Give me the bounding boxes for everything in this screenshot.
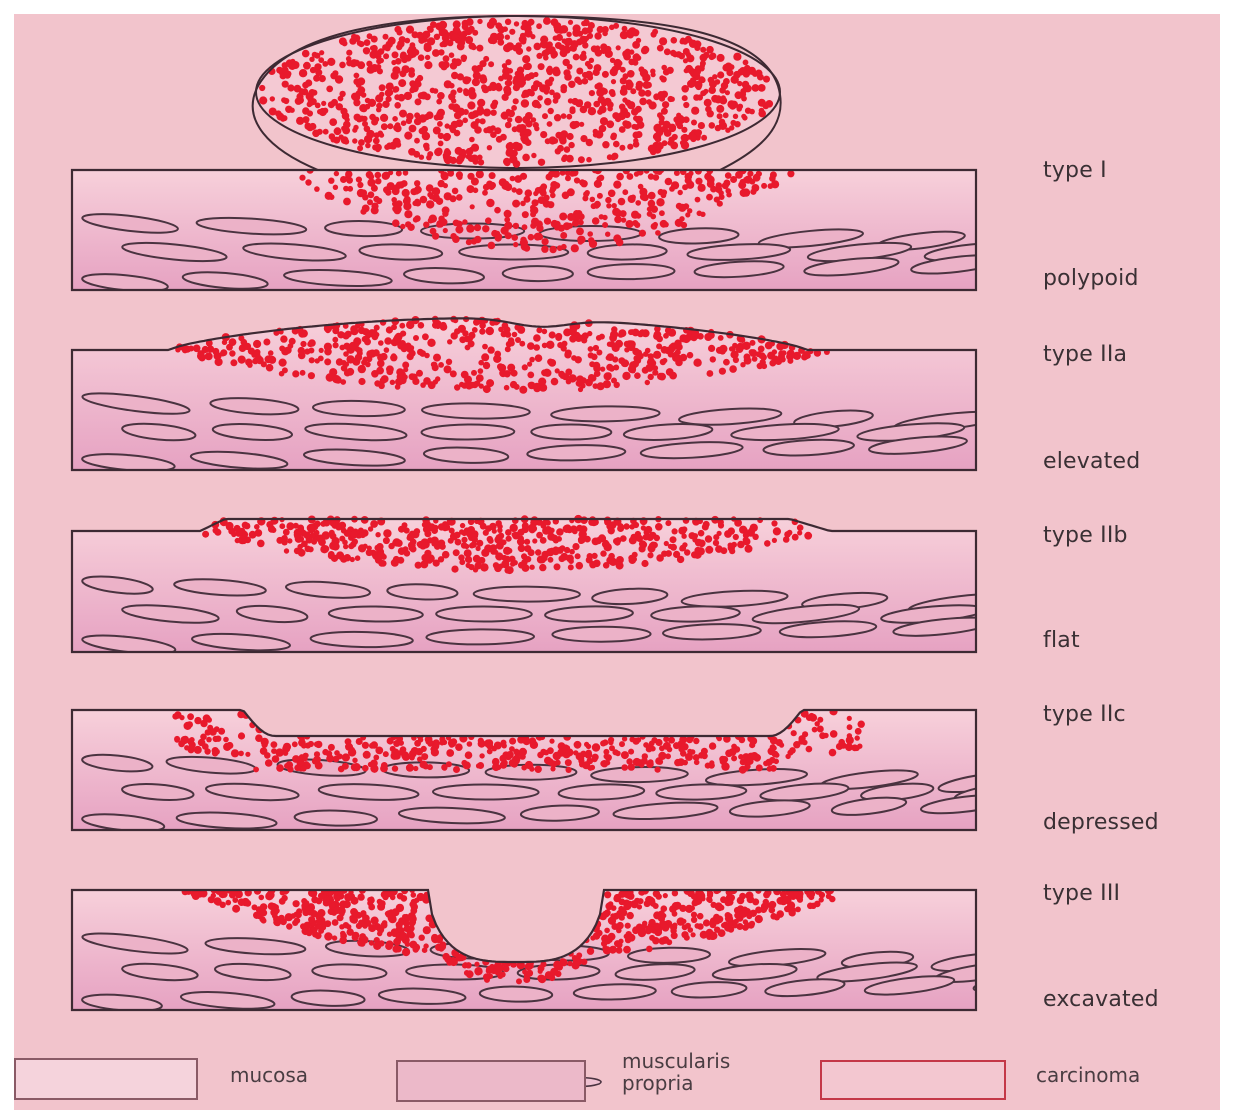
type-label-iic: type IIc bbox=[1043, 702, 1126, 727]
panel-flat bbox=[72, 515, 1121, 657]
type-label-iia: type IIa bbox=[1043, 342, 1127, 367]
legend-muscularis-line1: muscularis bbox=[622, 1050, 730, 1072]
type-label-i: type I bbox=[1043, 158, 1107, 183]
panel-depressed bbox=[72, 708, 1042, 835]
type-label-iib: type IIb bbox=[1043, 523, 1128, 548]
legend-mucosa-swatch bbox=[14, 1058, 198, 1100]
legend-muscularis-box bbox=[396, 1060, 586, 1102]
panel-excavated bbox=[72, 886, 1068, 1013]
panel-polypoid bbox=[72, 16, 1063, 294]
type-label-iii: type III bbox=[1043, 881, 1120, 906]
shape-label-polypoid: polypoid bbox=[1043, 266, 1139, 291]
legend-mucosa-label: mucosa bbox=[230, 1064, 308, 1086]
shape-label-flat: flat bbox=[1043, 628, 1080, 653]
shape-label-elevated: elevated bbox=[1043, 449, 1140, 474]
shape-label-excavated: excavated bbox=[1043, 987, 1159, 1012]
legend-muscularis-line2: propria bbox=[622, 1072, 730, 1094]
legend-muscularis-label: muscularis propria bbox=[622, 1050, 730, 1094]
shape-label-depressed: depressed bbox=[1043, 810, 1159, 835]
legend-carcinoma-box bbox=[820, 1060, 1006, 1100]
legend-carcinoma-label: carcinoma bbox=[1036, 1064, 1140, 1086]
panel-elevated bbox=[72, 316, 1085, 474]
